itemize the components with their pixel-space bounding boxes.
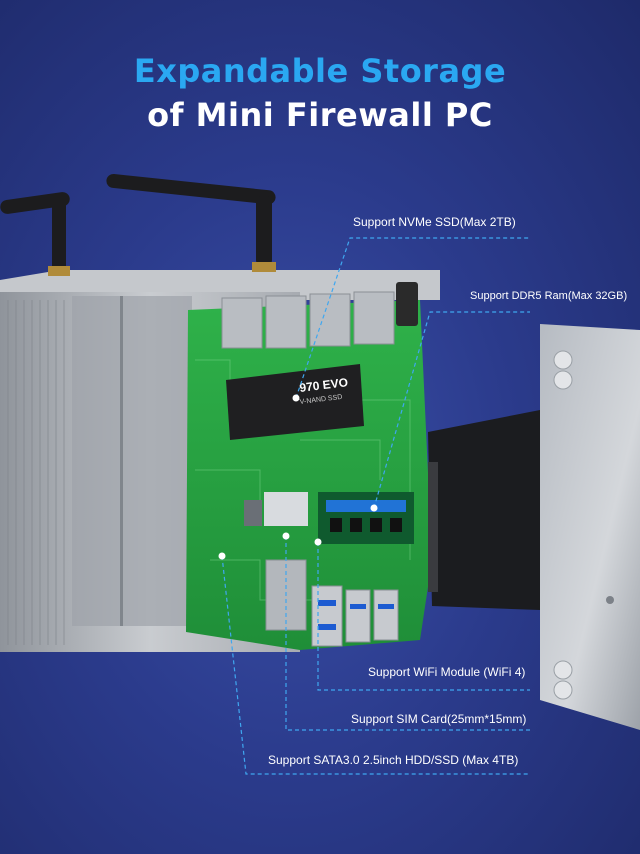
callout-lines — [221, 237, 530, 775]
ram-module — [318, 492, 414, 544]
sim-slot — [244, 500, 262, 526]
antenna-left — [0, 192, 70, 276]
callout-sim: Support SIM Card(25mm*15mm) — [351, 712, 527, 726]
antenna-right — [106, 173, 276, 272]
sata-drive — [428, 410, 540, 610]
callout-nvme: Support NVMe SSD(Max 2TB) — [353, 215, 516, 229]
nvme-ssd: 970 EVO V-NAND SSD — [226, 364, 364, 440]
callout-wifi: Support WiFi Module (WiFi 4) — [368, 665, 526, 679]
callout-sata: Support SATA3.0 2.5inch HDD/SSD (Max 4TB… — [268, 753, 519, 767]
callout-ddr5: Support DDR5 Ram(Max 32GB) — [470, 290, 628, 302]
headline-line2: of Mini Firewall PC — [147, 96, 493, 134]
side-plate — [540, 324, 640, 730]
headline-line1: Expandable Storage — [133, 52, 507, 90]
wifi-module — [264, 492, 308, 526]
ssd-brand-label: 970 EVO — [299, 375, 349, 395]
motherboard: 970 EVO V-NAND SSD — [186, 282, 432, 650]
